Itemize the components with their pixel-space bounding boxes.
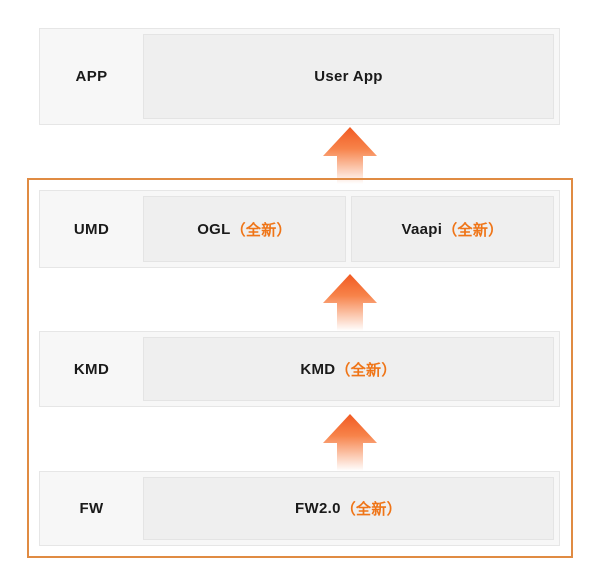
layer-label-umd: UMD [73,220,110,238]
panel-tag: （全新） [335,361,397,379]
layer-label-fw: FW [79,500,104,517]
panel-name: User App [314,68,383,85]
layer-panels-umd: OGL（全新） Vaapi（全新） [143,191,559,267]
panel-vaapi: Vaapi（全新） [351,196,554,262]
panel-kmd: KMD（全新） [143,337,554,401]
layer-panels-app: User App [143,29,559,124]
panel-ogl: OGL（全新） [143,196,346,262]
panel-name: Vaapi [401,220,443,238]
panel-name: FW2.0 [295,500,341,517]
panel-user-app: User App [143,34,554,119]
layer-panels-kmd: KMD（全新） [143,332,559,406]
panel-name: KMD [300,360,336,378]
panel-tag: （全新） [230,221,292,239]
layer-row-kmd: KMD KMD（全新） [39,331,560,407]
layer-panels-fw: FW2.0（全新） [143,472,559,545]
layer-label-app: APP [75,68,108,85]
layer-row-umd: UMD OGL（全新） Vaapi（全新） [39,190,560,268]
arrow-up-icon-umd-to-app [322,126,378,184]
layer-row-app: APP User App [39,28,560,125]
layer-row-fw: FW FW2.0（全新） [39,471,560,546]
panel-tag: （全新） [442,221,504,239]
arrow-up-icon-fw-to-kmd [322,413,378,471]
panel-name: OGL [197,220,231,238]
layer-label-kmd: KMD [73,360,110,378]
panel-fw2: FW2.0（全新） [143,477,554,540]
arrow-up-icon-kmd-to-umd [322,273,378,331]
panel-tag: （全新） [340,501,402,518]
